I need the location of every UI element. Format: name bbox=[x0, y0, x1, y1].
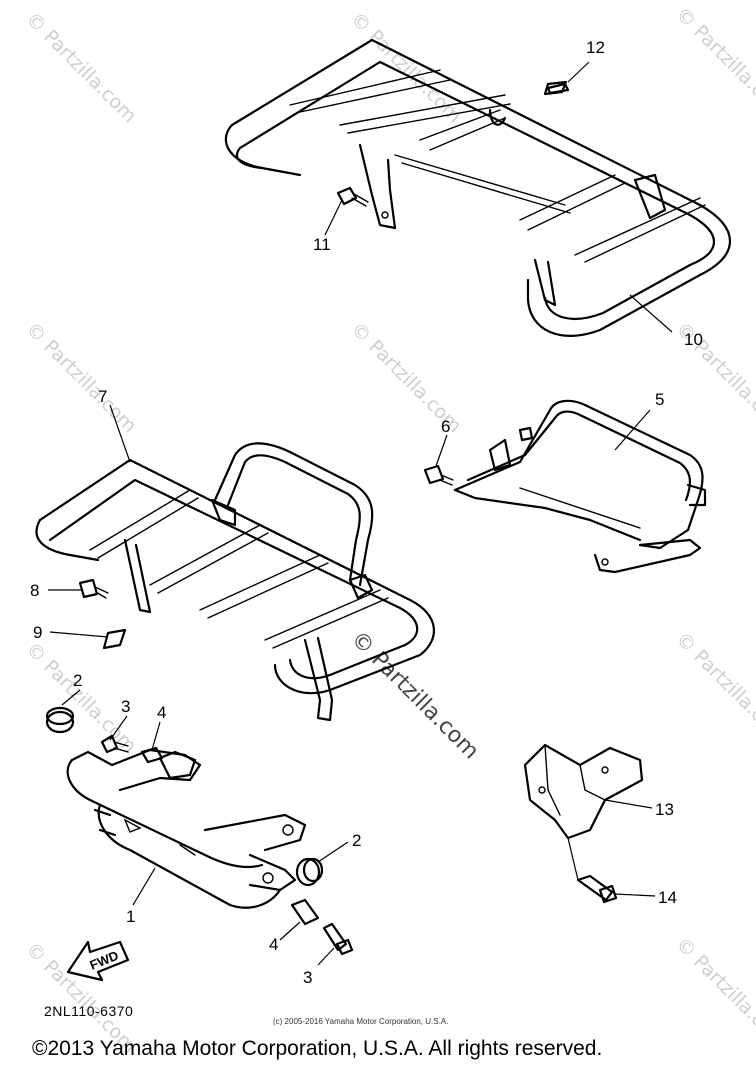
grommet-part-2-upper bbox=[45, 706, 75, 734]
callout-3-upper: 3 bbox=[121, 697, 130, 716]
watermark: © Partzilla.com bbox=[671, 3, 756, 122]
callout-3-lower: 3 bbox=[303, 968, 312, 987]
callout-13: 13 bbox=[655, 800, 674, 819]
watermark: © Partzilla.com bbox=[346, 8, 465, 127]
callout-1: 1 bbox=[126, 907, 135, 926]
watermark: © Partzilla.com bbox=[21, 318, 140, 437]
label-plate-part-12 bbox=[543, 80, 568, 96]
callout-2-lower: 2 bbox=[352, 831, 361, 850]
bolt-part-14 bbox=[576, 874, 618, 904]
watermark: © Partzilla.com bbox=[21, 8, 140, 127]
footer-copyright: ©2013 Yamaha Motor Corporation, U.S.A. A… bbox=[32, 1037, 602, 1060]
callout-8: 8 bbox=[30, 581, 39, 600]
callout-9: 9 bbox=[33, 623, 42, 642]
leader-lines bbox=[48, 61, 673, 966]
bolt-part-3-upper bbox=[100, 734, 129, 754]
callouts: 12 11 10 7 5 6 8 9 2 3 4 2 1 4 3 13 14 bbox=[30, 38, 703, 987]
bracket-part-13 bbox=[523, 743, 644, 840]
rear-carrier-part-10 bbox=[224, 38, 731, 337]
bracket-frame-part-5 bbox=[453, 399, 707, 574]
drawing-reference: 2NL110-6370 bbox=[44, 1003, 133, 1019]
watermark: © Partzilla.com bbox=[671, 628, 756, 747]
grommet-part-2-lower bbox=[295, 857, 324, 887]
callout-6: 6 bbox=[441, 417, 450, 436]
callout-12: 12 bbox=[586, 38, 605, 57]
collar-part-4-upper bbox=[140, 746, 164, 764]
callout-5: 5 bbox=[655, 390, 664, 409]
bolt-part-6 bbox=[423, 464, 454, 486]
bolt-part-8 bbox=[78, 578, 109, 599]
callout-4-upper: 4 bbox=[157, 703, 166, 722]
callout-2-upper: 2 bbox=[73, 671, 82, 690]
fwd-arrow: FWD bbox=[66, 940, 130, 982]
callout-10: 10 bbox=[684, 330, 703, 349]
callout-4-lower: 4 bbox=[269, 935, 278, 954]
bumper-guard-part-1 bbox=[66, 748, 307, 909]
small-copyright: (c) 2005-2016 Yamaha Motor Corporation, … bbox=[273, 1017, 448, 1026]
watermark: © Partzilla.com bbox=[671, 933, 756, 1052]
front-carrier-part-7 bbox=[35, 442, 435, 722]
callout-11: 11 bbox=[313, 235, 331, 254]
bolt-part-11 bbox=[336, 186, 369, 207]
callout-7: 7 bbox=[98, 387, 107, 406]
collar-part-4-lower bbox=[290, 898, 320, 926]
label-plate-part-9 bbox=[102, 628, 127, 650]
bolt-part-3-lower bbox=[322, 922, 354, 956]
watermark-center: © Partzilla.com bbox=[346, 627, 484, 765]
callout-14: 14 bbox=[658, 888, 677, 907]
